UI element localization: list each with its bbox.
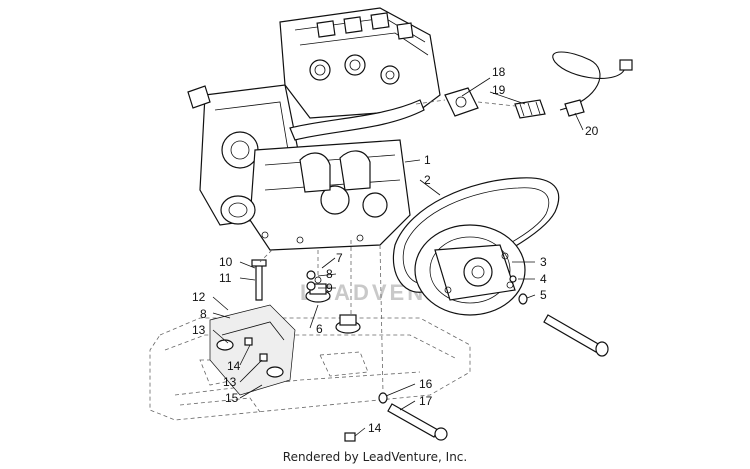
callout-20: 20 [585,124,599,138]
callout-13-upper: 13 [192,323,206,337]
callout-4: 4 [540,272,547,286]
clutch-bolt [543,314,609,357]
rubber-mount-left [305,276,331,303]
mount-bolts [244,337,356,442]
callout-3: 3 [540,255,547,269]
temperature-sensor-wire [552,51,633,117]
thermostat-housing [444,87,479,117]
engine-assembly [187,7,441,251]
render-credit: Rendered by LeadVenture, Inc. [282,450,468,464]
clutch-washer [509,275,517,283]
callout-8-lower: 8 [200,307,207,321]
callout-1: 1 [424,153,431,167]
callout-2: 2 [424,173,431,187]
callout-15: 15 [225,391,239,405]
front-engine-mount [209,304,296,396]
clutch-spacer [518,293,528,305]
drive-clutch [414,224,526,316]
callout-14-lower: 14 [368,421,382,435]
callout-11: 11 [219,271,232,285]
callout-16: 16 [419,377,433,391]
callout-18: 18 [492,65,506,79]
callout-19: 19 [492,83,506,97]
rubber-mount-right [335,314,361,334]
callout-14-upper: 14 [227,359,241,373]
leader-lines [212,77,584,437]
mount-nut [306,270,316,291]
callout-5: 5 [540,288,547,302]
callout-labels: 1 2 3 4 5 6 7 8 8 9 10 11 12 13 13 14 14… [192,65,599,435]
callout-7: 7 [336,251,343,265]
callout-10: 10 [219,255,233,269]
callout-8-upper: 8 [326,267,333,281]
callout-12: 12 [192,290,206,304]
thermostat [514,99,546,119]
mount-stud [251,259,267,301]
callout-17: 17 [419,394,433,408]
callout-9: 9 [326,281,333,295]
rear-mount-bolt [378,392,448,441]
callout-6: 6 [316,322,323,336]
callout-13-lower: 13 [223,375,237,389]
